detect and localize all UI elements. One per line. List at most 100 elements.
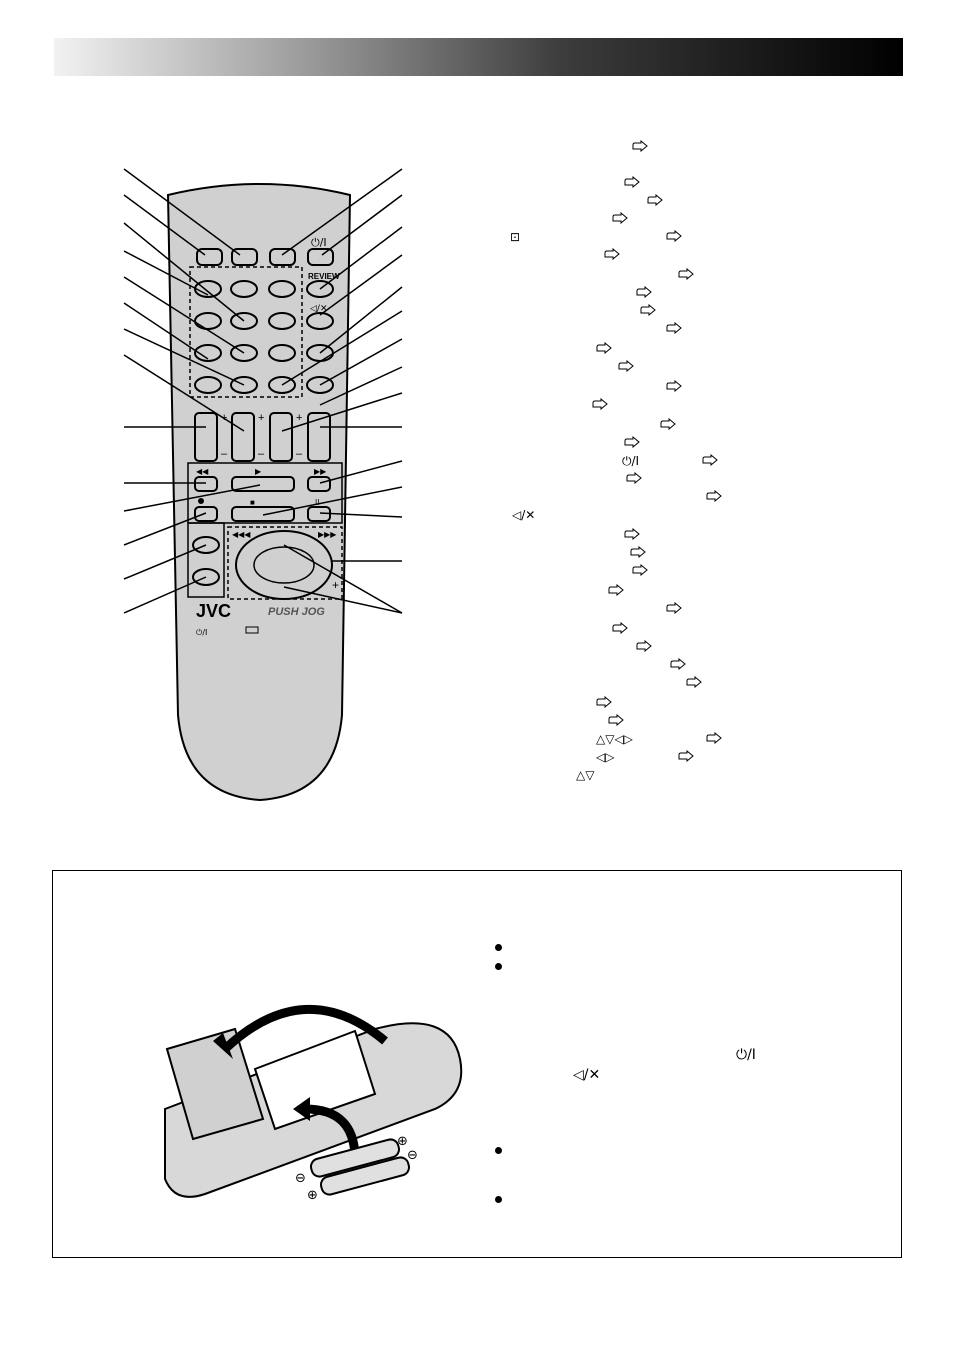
left-leader-lines [123, 168, 261, 614]
rocker-minus: – [258, 448, 265, 460]
page-reference-icon [636, 286, 652, 298]
right-leader-lines [262, 168, 403, 614]
list-item [500, 176, 760, 192]
list-item [500, 360, 760, 376]
power-symbol: ⏻/I [622, 454, 640, 468]
battery-plus-symbol: ⊕ [307, 1188, 318, 1203]
page-reference-icon [702, 454, 718, 466]
remote-control-illustration: ⏻/I REVIEW ◁/✕ + + + – – – ◀◀ ▶ ▶▶ ■ II … [123, 168, 403, 802]
page-reference-icon [632, 140, 648, 152]
list-item [500, 268, 760, 284]
rocker-plus: + [296, 412, 302, 424]
brand-logo: JVC [196, 601, 231, 621]
list-item: ⏻/I [500, 454, 760, 470]
list-item [500, 248, 760, 264]
list-item [500, 212, 760, 228]
list-item [500, 564, 760, 580]
page-reference-icon [612, 212, 628, 224]
review-key-label: REVIEW [308, 272, 340, 281]
bullet [495, 1147, 502, 1154]
list-item [500, 322, 760, 338]
list-item [500, 194, 760, 210]
mute-symbol: ◁/✕ [573, 1067, 601, 1083]
page-reference-icon [596, 696, 612, 708]
page-reference-icon [618, 360, 634, 372]
page-reference-icon [592, 398, 608, 410]
header-bar [54, 38, 903, 76]
list-item [500, 622, 760, 638]
battery-plus-symbol: ⊕ [397, 1134, 408, 1149]
bottom-power-symbol: ⏻/I [196, 628, 207, 637]
list-item [500, 140, 760, 156]
battery-section: ⊕ ⊖ ⊖ ⊕ ⏻/I ◁/✕ [52, 870, 902, 1258]
list-item [500, 472, 760, 488]
power-key-symbol: ⏻/I [311, 236, 327, 249]
list-item [500, 640, 760, 656]
page-reference-icon [706, 490, 722, 502]
transport-frame [187, 462, 343, 524]
rocker-buttons [194, 412, 331, 462]
page-reference-icon [678, 268, 694, 280]
direction-arrows-symbol: △▽◁▷ [596, 732, 633, 746]
page-reference-icon [666, 230, 682, 242]
rocker-minus: – [296, 448, 303, 460]
fast-forward-symbol: ▶▶ [314, 467, 327, 476]
list-item [500, 546, 760, 562]
battery-compartment [253, 1029, 377, 1131]
page-reference-icon [666, 380, 682, 392]
battery-installation-illustration: ⊕ ⊖ ⊖ ⊕ [164, 1004, 463, 1203]
list-item [500, 418, 760, 434]
left-right-symbol: ◁▷ [596, 750, 615, 764]
list-item: ◁▷ [500, 750, 760, 766]
list-item [500, 398, 760, 414]
curved-arrow-open [221, 1004, 388, 1053]
list-item [500, 676, 760, 692]
page-reference-icon [686, 676, 702, 688]
mute-symbol: ◁/✕ [512, 508, 536, 522]
curved-arrow-insert-head [293, 1097, 310, 1121]
list-item [500, 696, 760, 712]
play-symbol: ▶ [255, 467, 262, 476]
skip-forward-symbol: ▶▶▶ [318, 530, 337, 539]
list-item [500, 584, 760, 600]
list-item [500, 380, 760, 396]
page-reference-icon [632, 564, 648, 576]
bullet [495, 944, 502, 951]
page-reference-icon [608, 714, 624, 726]
fast-forward-button [307, 476, 331, 492]
rewind-symbol: ◀◀ [196, 467, 209, 476]
battery-cover [165, 1027, 265, 1141]
battery-minus-symbol: ⊖ [407, 1148, 418, 1163]
page-reference-icon [624, 436, 640, 448]
mute-key-symbol: ◁/✕ [310, 304, 328, 314]
curved-arrow-open-head [213, 1033, 233, 1059]
page-reference-icon [624, 528, 640, 540]
page-reference-icon [647, 194, 663, 206]
list-item [500, 714, 760, 730]
list-item: △▽◁▷ [500, 732, 760, 748]
page-reference-icon [608, 584, 624, 596]
jog-plus: + [332, 578, 339, 592]
list-item: △▽ [500, 768, 760, 784]
jog-dial-inner [253, 546, 315, 584]
page-reference-icon [666, 602, 682, 614]
page-reference-icon [630, 546, 646, 558]
list-item: ◁/✕ [500, 508, 760, 524]
page-reference-icon [670, 658, 686, 670]
up-down-symbol: △▽ [576, 768, 595, 782]
page-reference-icon [626, 472, 642, 484]
keypad-buttons [194, 280, 334, 394]
page-reference-icon [666, 322, 682, 334]
remote-button [269, 248, 296, 266]
stop-button [231, 506, 295, 522]
page-reference-icon [640, 304, 656, 316]
rocker-plus: + [258, 412, 264, 424]
page-reference-icon [604, 248, 620, 260]
page-reference-icon [660, 418, 676, 430]
page-reference-icon [612, 622, 628, 634]
page-reference-icon [624, 176, 640, 188]
list-item [500, 490, 760, 506]
list-item: ⊡ [500, 230, 760, 246]
list-item [500, 286, 760, 302]
list-item [500, 436, 760, 452]
